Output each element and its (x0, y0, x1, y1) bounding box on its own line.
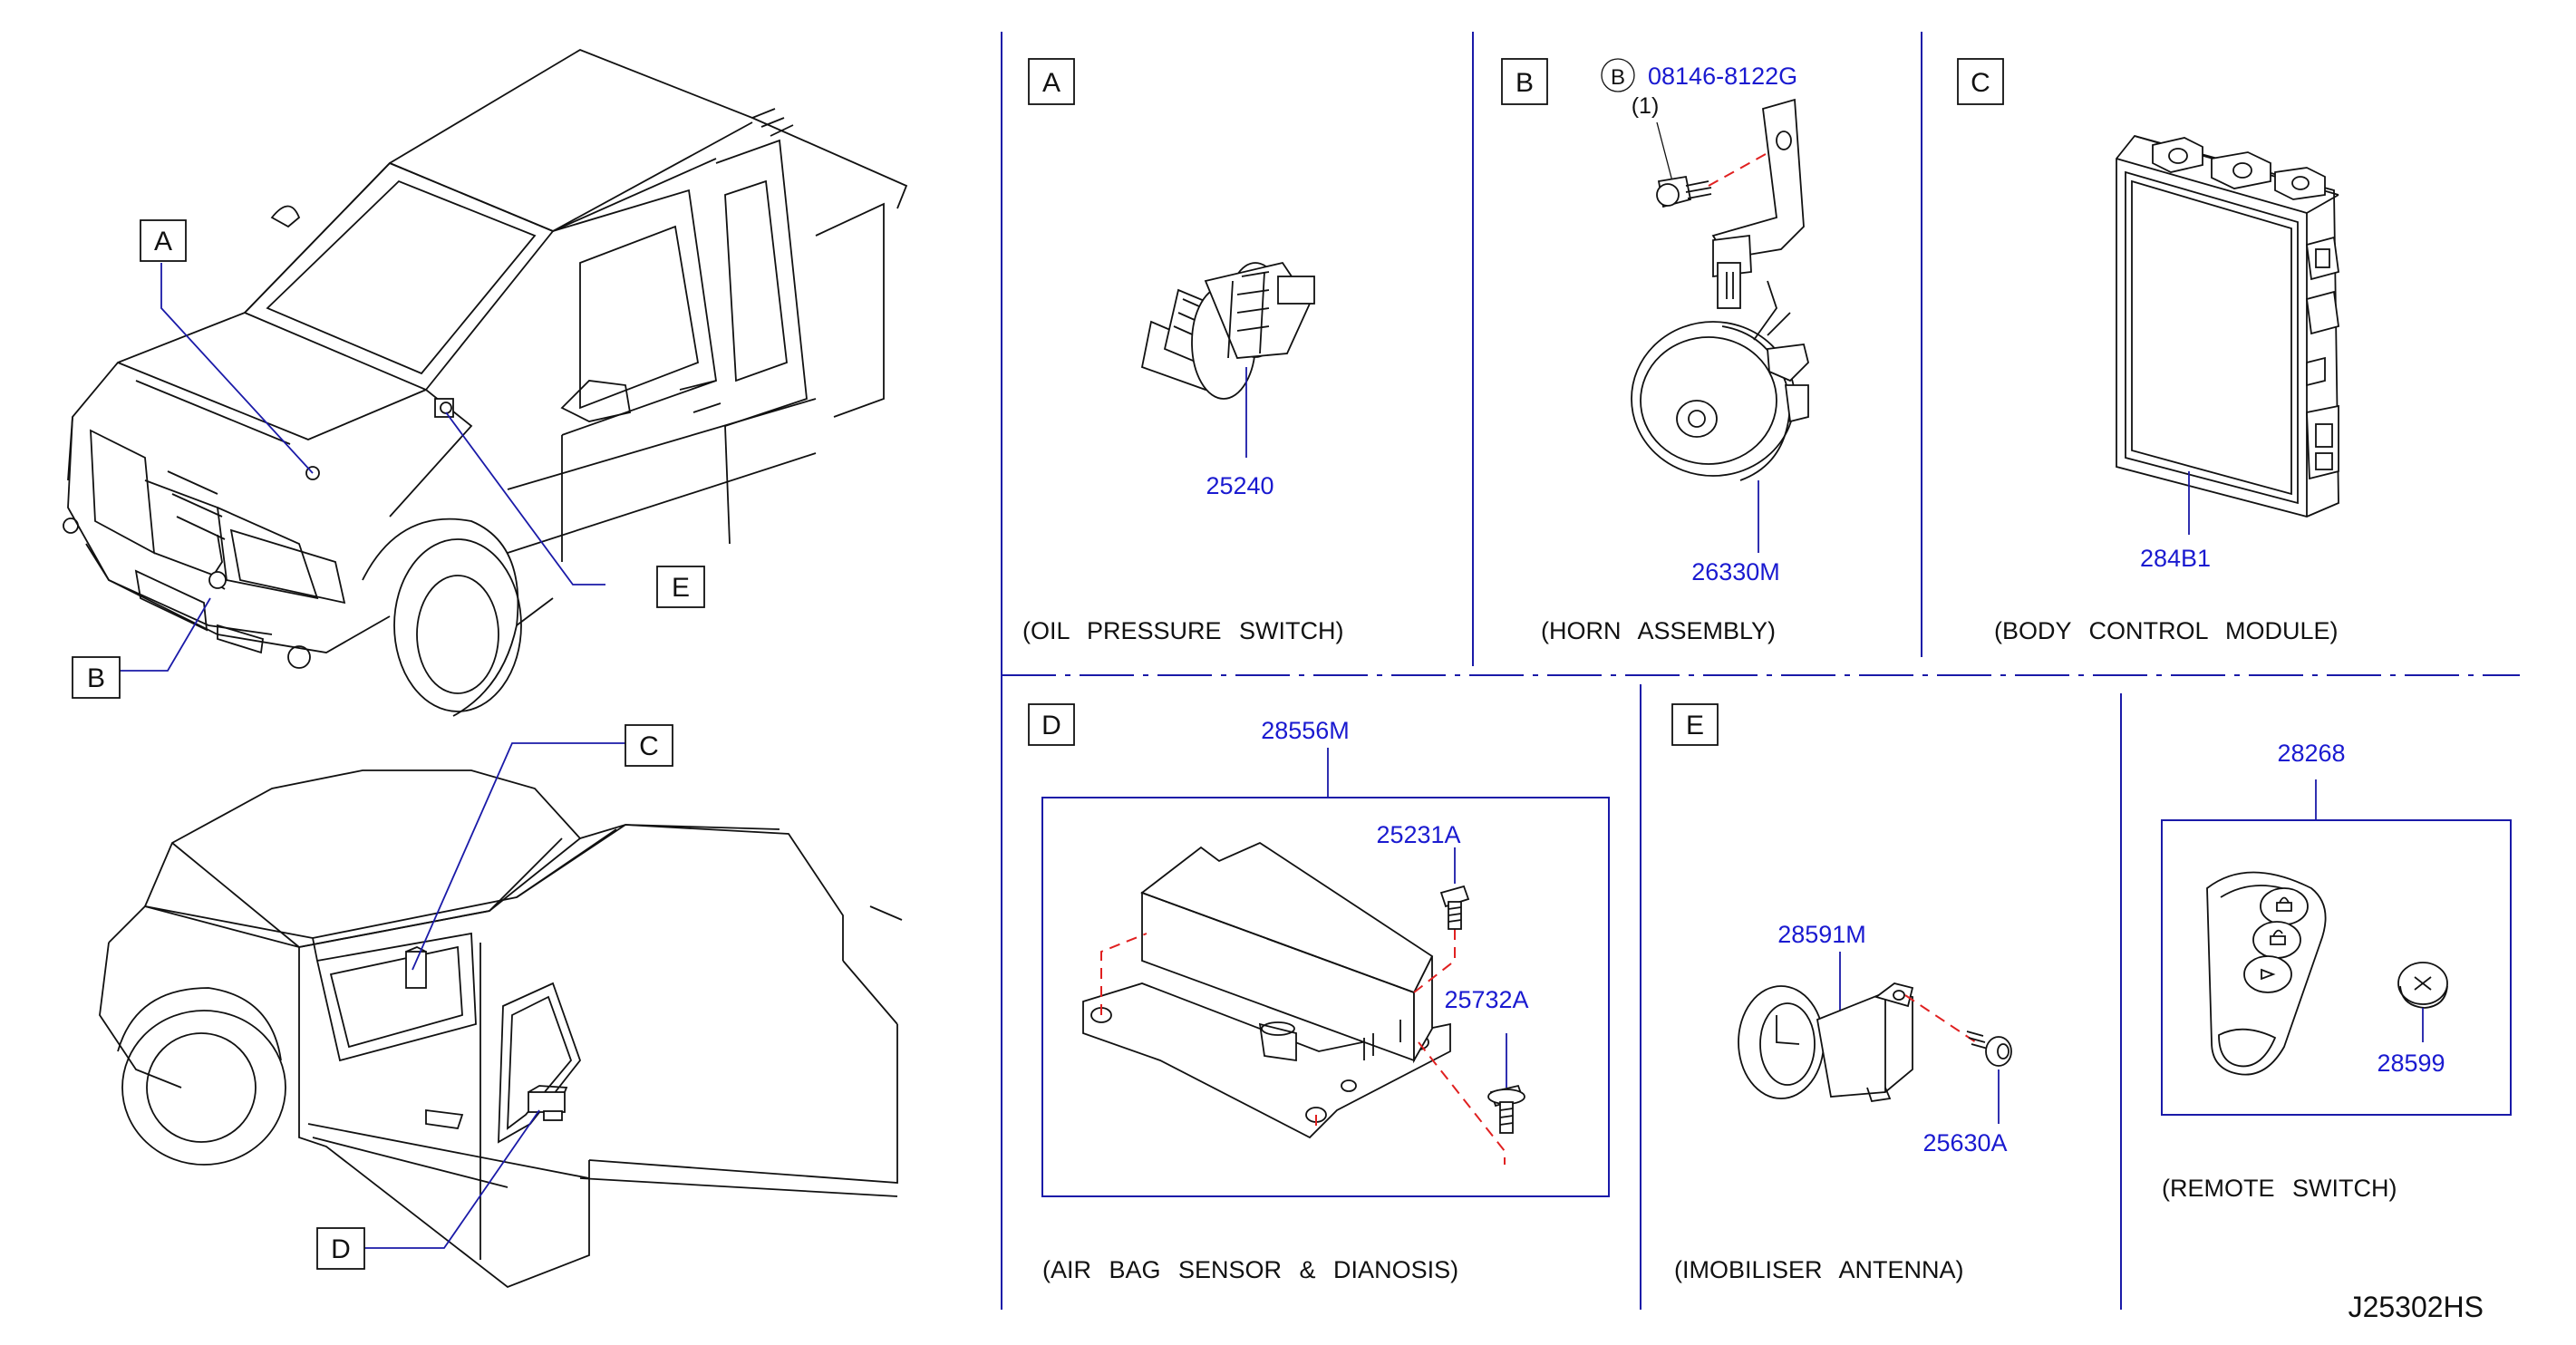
truck-front-view (63, 49, 908, 717)
remote-caption: (REMOTE SWITCH) (2162, 1175, 2397, 1202)
immobiliser-caption: (IMOBILISER ANTENNA) (1674, 1256, 1964, 1283)
panel-a-letter: A (1042, 68, 1060, 98)
panel-immobiliser-antenna: E 28591M 25630A (IMOBILISER ANTENNA) (1671, 703, 2012, 1283)
immobiliser-screw-part (1966, 1031, 2012, 1067)
airbag-bolt-upper-number: 25231A (1376, 821, 1460, 848)
horn-bolt-quantity: (1) (1632, 93, 1660, 119)
horn-part-number: 26330M (1691, 558, 1780, 585)
airbag-bolt-lower-part (1487, 1084, 1525, 1134)
horn-bolt-part (1656, 175, 1712, 208)
airbag-bolt-upper-part (1439, 885, 1470, 930)
airbag-sensor-unit-part (1082, 841, 1451, 1139)
callout-e-label: E (672, 573, 690, 603)
bcm-caption: (BODY CONTROL MODULE) (1994, 617, 2339, 644)
callout-b-box: B (72, 656, 121, 699)
body-control-module-part (2116, 134, 2339, 518)
remote-battery-number: 28599 (2377, 1050, 2445, 1077)
callout-a-label: A (154, 227, 172, 256)
remote-assembly-part-number: 28268 (2277, 740, 2345, 767)
panel-remote-switch: 28268 28599 (REMOTE SWITCH) (2161, 740, 2512, 1202)
callout-a-box: A (140, 219, 187, 262)
callout-d-box: D (316, 1227, 365, 1270)
panel-oil-pressure-switch: A 25240 (OIL PRESSURE SWITCH) (1022, 58, 1344, 644)
truck-rear-view (99, 769, 903, 1289)
horn-bracket-part (1711, 98, 1805, 309)
oil-pressure-switch-part (1140, 261, 1315, 400)
callout-e-box: E (656, 566, 705, 608)
panel-air-bag-sensor: D 28556M (1028, 703, 1610, 1283)
oil-switch-caption: (OIL PRESSURE SWITCH) (1022, 617, 1344, 644)
remote-battery-part (2397, 962, 2448, 1009)
callout-leaders (120, 263, 625, 1249)
horn-caption: (HORN ASSEMBLY) (1541, 617, 1776, 644)
panel-c-letter: C (1971, 68, 1990, 98)
panel-body-control-module: C 284B1 (BODY CO (1957, 58, 2339, 644)
immobiliser-screw-number: 25630A (1922, 1129, 2007, 1156)
panel-dividers (1001, 32, 2520, 1310)
oil-switch-part-number: 25240 (1206, 472, 1273, 499)
airbag-assembly-part-number: 28556M (1261, 717, 1350, 744)
panel-b-letter: B (1516, 68, 1534, 98)
airbag-bolt-lower-number: 25732A (1444, 986, 1528, 1013)
diagram-code: J25302HS (2348, 1291, 2484, 1323)
panel-e-letter: E (1686, 711, 1704, 740)
airbag-caption: (AIR BAG SENSOR & DIANOSIS) (1042, 1256, 1458, 1283)
panel-horn-assembly: B B 08146-8122G (1) (1501, 58, 1809, 644)
callout-c-label: C (639, 731, 659, 761)
bcm-part-number: 284B1 (2140, 545, 2211, 572)
remote-key-fob-part (2206, 871, 2327, 1076)
callout-b-label: B (87, 663, 105, 693)
callout-c-box: C (625, 724, 673, 767)
horn-bolt-part-number: 08146-8122G (1648, 63, 1797, 90)
immobiliser-part-number: 28591M (1777, 921, 1866, 948)
horn-body-part (1631, 280, 1809, 481)
immobiliser-antenna-part (1738, 982, 1914, 1103)
panel-d-letter: D (1041, 711, 1061, 740)
callout-d-label: D (331, 1234, 351, 1264)
horn-bolt-marker: B (1611, 65, 1625, 90)
